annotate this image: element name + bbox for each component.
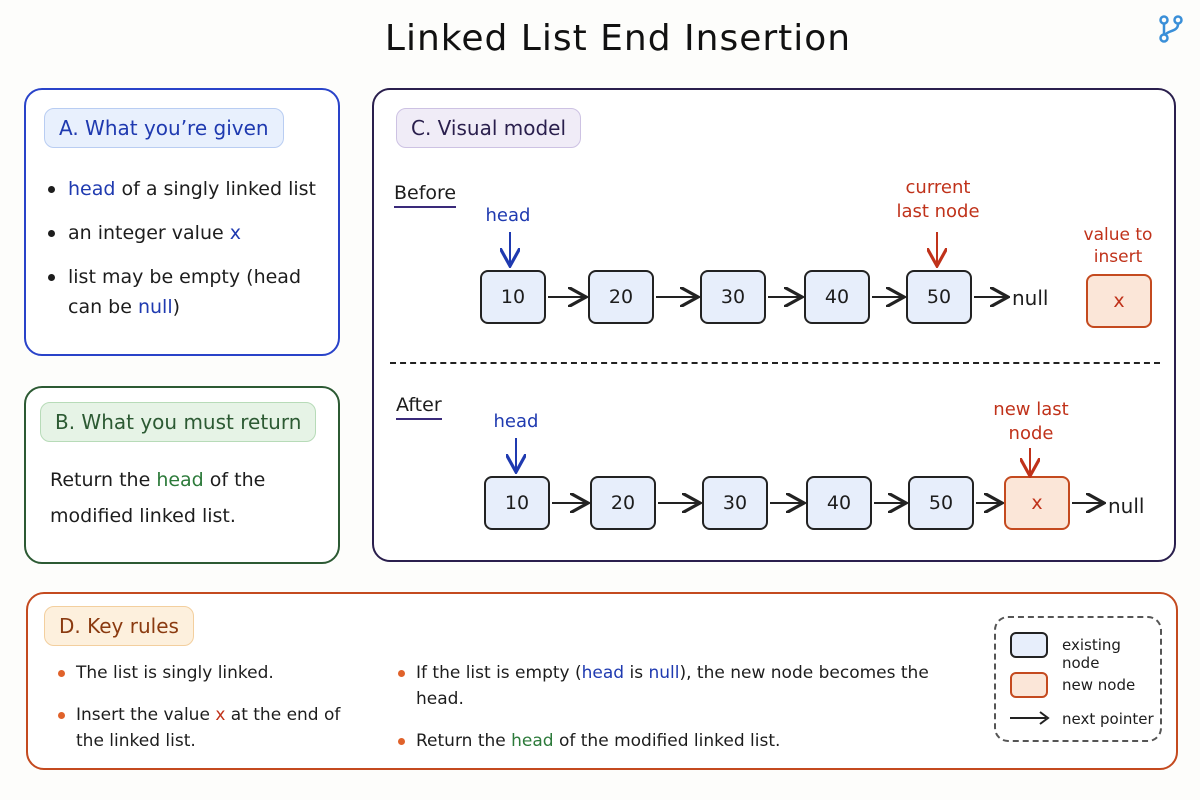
insert-value-node: x bbox=[1086, 274, 1152, 328]
highlight-null: null bbox=[137, 296, 173, 318]
rules-left-list: The list is singly linked. Insert the va… bbox=[56, 660, 356, 770]
return-text-pre: Return the bbox=[50, 469, 157, 491]
new-last-node-label: new last node bbox=[978, 398, 1084, 446]
page-title: Linked List End Insertion bbox=[384, 18, 852, 59]
highlight-head: head bbox=[581, 663, 625, 683]
insert-label-line1: value to bbox=[1083, 225, 1153, 245]
rule-text: The list is singly linked. bbox=[76, 663, 274, 683]
rule-item: Insert the value x at the end of the lin… bbox=[56, 702, 356, 754]
highlight-x: x bbox=[229, 222, 241, 244]
list-item-text: an integer value bbox=[68, 222, 230, 244]
panel-given: A. What you’re given head of a singly li… bbox=[24, 88, 340, 356]
after-node: 10 bbox=[484, 476, 550, 530]
list-item: head of a singly linked list bbox=[46, 174, 336, 204]
rule-text: of the modified linked list. bbox=[553, 731, 781, 751]
rule-text: Insert the value bbox=[76, 705, 216, 725]
legend: existing node new node next pointer bbox=[994, 616, 1162, 742]
rule-text: at the end of the linked list. bbox=[76, 705, 341, 751]
panel-given-heading: A. What you’re given bbox=[44, 108, 284, 148]
value-to-insert-label: value to insert bbox=[1068, 224, 1168, 268]
after-node: 20 bbox=[590, 476, 656, 530]
highlight-head: head bbox=[68, 178, 116, 200]
before-after-divider bbox=[390, 362, 1160, 364]
current-last-node-label: current last node bbox=[878, 176, 998, 224]
rule-item: Return the head of the modified linked l… bbox=[396, 728, 976, 754]
legend-arrow-icon bbox=[1010, 711, 1050, 725]
list-item: list may be empty (head can be null) bbox=[46, 262, 336, 322]
highlight-head: head bbox=[511, 731, 554, 751]
rule-text: Return the bbox=[416, 731, 512, 751]
before-null: null bbox=[1012, 286, 1049, 310]
before-label: Before bbox=[394, 182, 457, 208]
list-item-text: list may be empty (head can be bbox=[68, 266, 302, 318]
after-node: 30 bbox=[702, 476, 768, 530]
highlight-x: x bbox=[215, 705, 226, 725]
new-label-line2: node bbox=[1008, 423, 1054, 444]
legend-new-label: new node bbox=[1062, 676, 1136, 694]
after-head-label: head bbox=[493, 411, 539, 432]
rule-text: is bbox=[624, 663, 649, 683]
rule-item: If the list is empty (head is null), the… bbox=[396, 660, 976, 712]
return-description: Return the head of the modified linked l… bbox=[50, 462, 320, 534]
insert-label-line2: insert bbox=[1093, 247, 1143, 267]
after-null: null bbox=[1108, 494, 1145, 518]
panel-return-heading: B. What you must return bbox=[40, 402, 317, 442]
pointer-arrows bbox=[374, 232, 1178, 564]
before-node: 30 bbox=[700, 270, 766, 324]
given-list: head of a singly linked list an integer … bbox=[46, 174, 336, 336]
list-item-text: of a singly linked list bbox=[115, 178, 316, 200]
current-label-line1: current bbox=[905, 177, 971, 198]
before-node: 20 bbox=[588, 270, 654, 324]
rule-item: The list is singly linked. bbox=[56, 660, 356, 686]
panel-return: B. What you must return Return the head … bbox=[24, 386, 340, 564]
legend-existing-swatch bbox=[1010, 632, 1048, 658]
panel-rules-heading: D. Key rules bbox=[44, 606, 194, 646]
new-label-line1: new last bbox=[993, 399, 1069, 420]
legend-existing-label: existing node bbox=[1062, 636, 1121, 672]
before-node: 40 bbox=[804, 270, 870, 324]
legend-new-swatch bbox=[1010, 672, 1048, 698]
before-node-last: 50 bbox=[906, 270, 972, 324]
list-item-text: ) bbox=[172, 296, 181, 318]
panel-visual-model: C. Visual model Before After head curren… bbox=[372, 88, 1176, 562]
after-label: After bbox=[396, 394, 442, 420]
after-node: 50 bbox=[908, 476, 974, 530]
current-label-line2: last node bbox=[896, 201, 980, 222]
before-node: 10 bbox=[480, 270, 546, 324]
panel-visual-heading: C. Visual model bbox=[396, 108, 582, 148]
branch-icon bbox=[1159, 15, 1183, 43]
rule-text: ), the new node becomes the head. bbox=[416, 663, 929, 709]
panel-key-rules: D. Key rules The list is singly linked. … bbox=[26, 592, 1178, 770]
return-text-post: of the modified linked list. bbox=[50, 469, 266, 527]
highlight-null: null bbox=[648, 663, 680, 683]
highlight-head: head bbox=[156, 469, 204, 491]
list-item: an integer value x bbox=[46, 218, 336, 248]
rule-text: If the list is empty ( bbox=[416, 663, 582, 683]
legend-pointer-label: next pointer bbox=[1062, 710, 1154, 728]
before-head-label: head bbox=[485, 205, 531, 226]
rules-right-list: If the list is empty (head is null), the… bbox=[396, 660, 976, 770]
after-node: 40 bbox=[806, 476, 872, 530]
